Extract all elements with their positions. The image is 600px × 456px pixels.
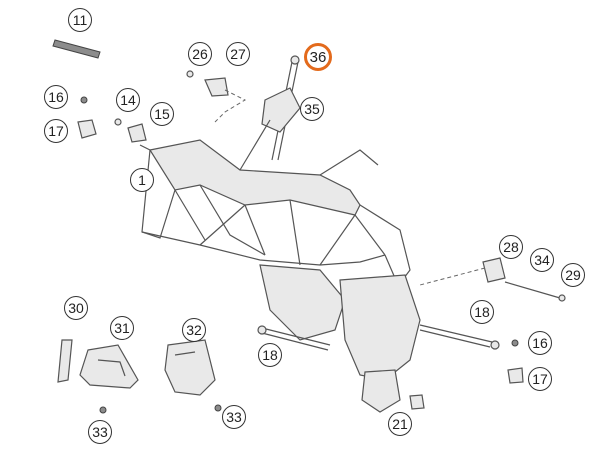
- callout-32: 32: [182, 318, 206, 342]
- part-21-bolt: [409, 394, 425, 410]
- part-32-side-panel: [164, 339, 216, 396]
- callout-17-left: 17: [44, 119, 68, 143]
- callout-30: 30: [64, 296, 88, 320]
- callout-16-right: 16: [528, 331, 552, 355]
- callout-14: 14: [116, 88, 140, 112]
- callout-33-left: 33: [88, 420, 112, 444]
- part-35-mount: [261, 87, 301, 133]
- part-16-17-right: [507, 339, 524, 384]
- callout-18-left: 18: [258, 343, 282, 367]
- part-18-bolt-right: [419, 324, 500, 350]
- part-30-strip: [57, 339, 73, 383]
- callout-28: 28: [499, 235, 523, 259]
- part-18-bolt-left: [257, 325, 331, 351]
- part-26-27-bracket: [186, 70, 247, 123]
- callout-1: 1: [130, 168, 154, 192]
- callout-11: 11: [68, 8, 92, 32]
- callout-15: 15: [150, 102, 174, 126]
- callout-33-right: 33: [222, 405, 246, 429]
- part-16-17-left: [77, 96, 97, 139]
- part-1-main-frame: [141, 119, 421, 413]
- callout-34: 34: [530, 248, 554, 272]
- callout-17-right: 17: [528, 367, 552, 391]
- callout-26: 26: [188, 42, 212, 66]
- callout-27: 27: [226, 42, 250, 66]
- callout-29: 29: [561, 263, 585, 287]
- callout-16-left: 16: [44, 85, 68, 109]
- callout-18-right: 18: [470, 300, 494, 324]
- part-11-rubber-strip: [52, 39, 101, 59]
- callout-35: 35: [300, 97, 324, 121]
- part-31-cover: [79, 344, 139, 389]
- callout-36-highlighted: 36: [304, 43, 332, 71]
- part-33-screws: [99, 404, 222, 414]
- callout-21: 21: [388, 412, 412, 436]
- part-28-34-29-bracket: [419, 257, 566, 302]
- callout-31: 31: [110, 316, 134, 340]
